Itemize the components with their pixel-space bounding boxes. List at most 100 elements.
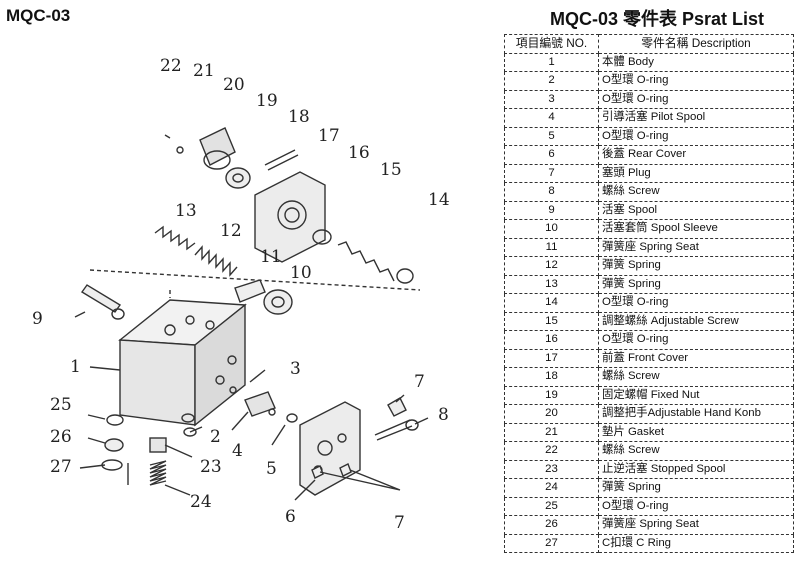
- part-description: 止逆活塞 Stopped Spool: [598, 459, 794, 479]
- callout-label: 13: [175, 201, 197, 221]
- part-number: 3: [504, 89, 599, 109]
- callout-label: 16: [348, 143, 370, 163]
- column-header-no: 項目編號 NO.: [504, 34, 599, 54]
- callout-label: 18: [288, 107, 310, 127]
- part-number: 23: [504, 459, 599, 479]
- callout-label: 5: [266, 459, 277, 479]
- part-number: 19: [504, 385, 599, 405]
- callout-label: 12: [220, 221, 242, 241]
- part-description: 本體 Body: [598, 52, 794, 72]
- callout-label: 9: [32, 309, 43, 329]
- callout-label: 8: [438, 405, 449, 425]
- part-description: 螺絲 Screw: [598, 182, 794, 202]
- part-description: 螺絲 Screw: [598, 367, 794, 387]
- part-number: 10: [504, 219, 599, 239]
- callout-label: 15: [380, 160, 402, 180]
- callout-label: 26: [50, 427, 72, 447]
- diagram-drawing: [74, 127, 429, 501]
- callout-label: 25: [50, 395, 72, 415]
- part-number: 4: [504, 108, 599, 128]
- part-description: C扣環 C Ring: [598, 533, 794, 553]
- part-description: 彈簧 Spring: [598, 478, 794, 498]
- part-number: 27: [504, 533, 599, 553]
- part-number: 15: [504, 311, 599, 331]
- part-description: O型環 O-ring: [598, 126, 794, 146]
- part-description: 後蓋 Rear Cover: [598, 145, 794, 165]
- part-description: 前蓋 Front Cover: [598, 348, 794, 368]
- part-description: 調整把手Adjustable Hand Konb: [598, 404, 794, 424]
- callout-label: 2: [210, 427, 221, 447]
- part-description: 活塞套筒 Spool Sleeve: [598, 219, 794, 239]
- part-number: 13: [504, 274, 599, 294]
- callout-label: 21: [193, 61, 215, 81]
- page-title: MQC-03: [6, 6, 71, 25]
- callout-label: 14: [428, 190, 450, 210]
- part-description: 活塞 Spool: [598, 200, 794, 220]
- part-number: 12: [504, 256, 599, 276]
- callout-label: 7: [414, 372, 425, 392]
- callout-label: 10: [290, 263, 312, 283]
- parts-list-title: MQC-03 零件表 Psrat List: [549, 9, 765, 29]
- callout-label: 27: [50, 457, 72, 477]
- part-number: 5: [504, 126, 599, 146]
- part-description: 彈簧 Spring: [598, 274, 794, 294]
- table-header-row: 項目編號 NO. 零件名稱 Description: [504, 34, 794, 54]
- part-description: 彈簧座 Spring Seat: [598, 237, 794, 257]
- part-number: 20: [504, 404, 599, 424]
- exploded-view-diagram: 22 21 20 19 18 17 16 15 14 13 12 11 10 9…: [32, 56, 450, 533]
- part-number: 9: [504, 200, 599, 220]
- part-description: O型環 O-ring: [598, 496, 794, 516]
- part-number: 24: [504, 478, 599, 498]
- callout-label: 7: [394, 513, 405, 533]
- part-number: 8: [504, 182, 599, 202]
- diagram-callouts: 22 21 20 19 18 17 16 15 14 13 12 11 10 9…: [32, 56, 450, 533]
- callout-label: 11: [260, 247, 282, 267]
- part-number: 1: [504, 52, 599, 72]
- part-description: 彈簧 Spring: [598, 256, 794, 276]
- part-description: 螺絲 Screw: [598, 441, 794, 461]
- part-number: 16: [504, 330, 599, 350]
- part-description: O型環 O-ring: [598, 330, 794, 350]
- part-description: O型環 O-ring: [598, 71, 794, 91]
- part-description: 引導活塞 Pilot Spool: [598, 108, 794, 128]
- part-number: 14: [504, 293, 599, 313]
- part-number: 25: [504, 496, 599, 516]
- callout-label: 4: [232, 441, 243, 461]
- part-number: 2: [504, 71, 599, 91]
- callout-label: 24: [190, 492, 212, 512]
- callout-label: 6: [285, 507, 296, 527]
- callout-label: 1: [70, 357, 81, 377]
- part-description: 彈簧座 Spring Seat: [598, 515, 794, 535]
- part-description: 塞頭 Plug: [598, 163, 794, 183]
- part-number: 21: [504, 422, 599, 442]
- part-number: 22: [504, 441, 599, 461]
- part-number: 6: [504, 145, 599, 165]
- part-description: O型環 O-ring: [598, 293, 794, 313]
- part-number: 18: [504, 367, 599, 387]
- callout-label: 22: [160, 56, 182, 76]
